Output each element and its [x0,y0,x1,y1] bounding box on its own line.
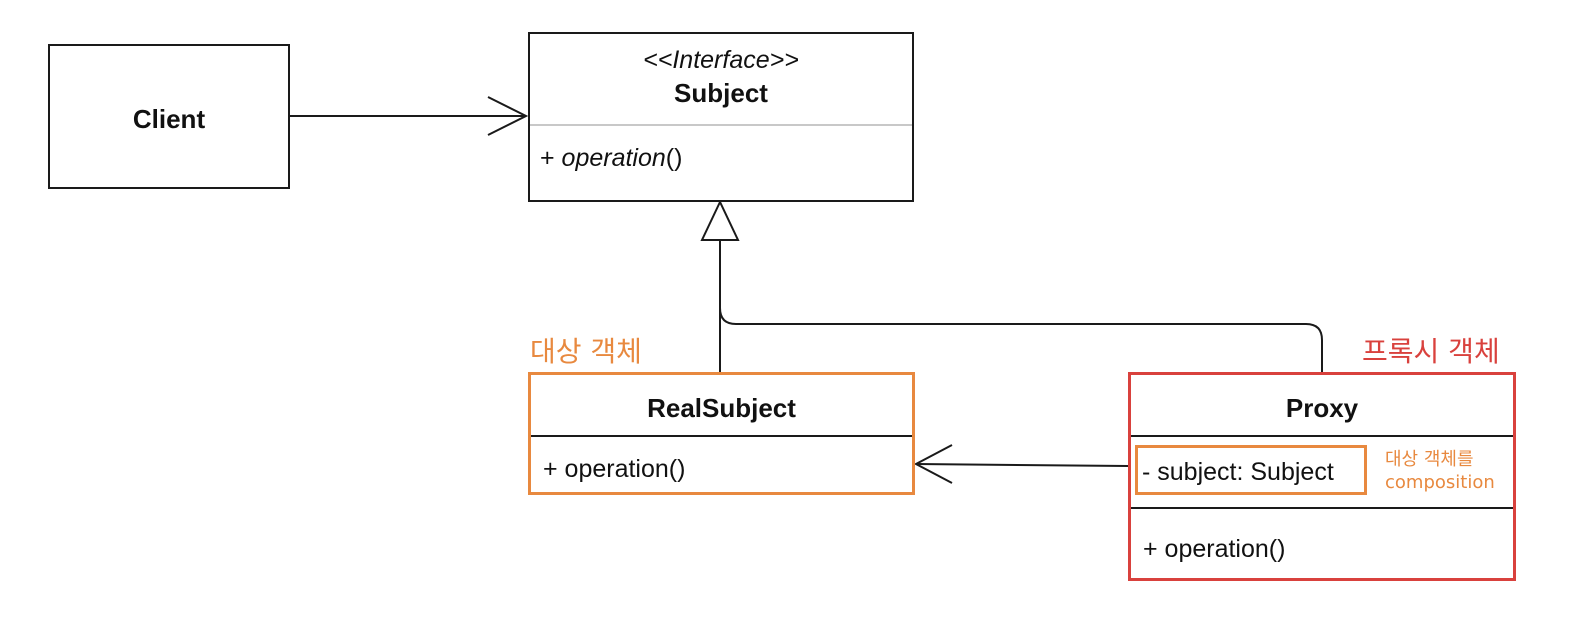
subject-interface-name: Subject [674,78,768,108]
subject-operation-suffix: () [665,144,683,172]
proxy-field-note-line1: 대상 객체를 [1385,449,1474,470]
proxy-generalization-line [719,300,1323,372]
subject-operation-name: operation [561,144,666,172]
subject-stereotype: <<Interface>> [643,46,799,74]
generalization-triangle [700,199,740,241]
subject-divider [530,124,912,126]
client-class-name: Client [132,104,206,134]
realsubject-operation: + operation() [543,455,686,483]
subject-interface-box: <<Interface>> Subject + operation() [528,32,914,202]
proxy-operation: + operation() [1143,535,1286,563]
client-subject-arrowhead [487,96,529,136]
proxy-class-box: Proxy - subject: Subject 대상 객체를 composit… [1128,372,1516,581]
realsubject-annotation: 대상 객체 [530,335,642,368]
subject-operation: + operation() [540,144,682,173]
realsubject-class-name: RealSubject [647,393,796,423]
client-class-box: Client [48,44,290,189]
proxy-subject-field: - subject: Subject [1142,458,1334,486]
proxy-subject-field-highlight: - subject: Subject [1135,445,1367,495]
proxy-annotation: 프록시 객체 [1362,335,1500,368]
proxy-divider-bottom [1131,507,1513,509]
realsubject-class-box: RealSubject + operation() [528,372,915,495]
proxy-class-name: Proxy [1285,393,1359,423]
proxy-realsubject-arrowhead [913,444,953,484]
subject-operation-prefix: + [540,144,562,172]
proxy-realsubject-association-line [915,463,1129,467]
proxy-field-note-line2: composition [1385,472,1495,493]
proxy-divider-top [1131,435,1513,437]
realsubject-divider [531,435,912,437]
